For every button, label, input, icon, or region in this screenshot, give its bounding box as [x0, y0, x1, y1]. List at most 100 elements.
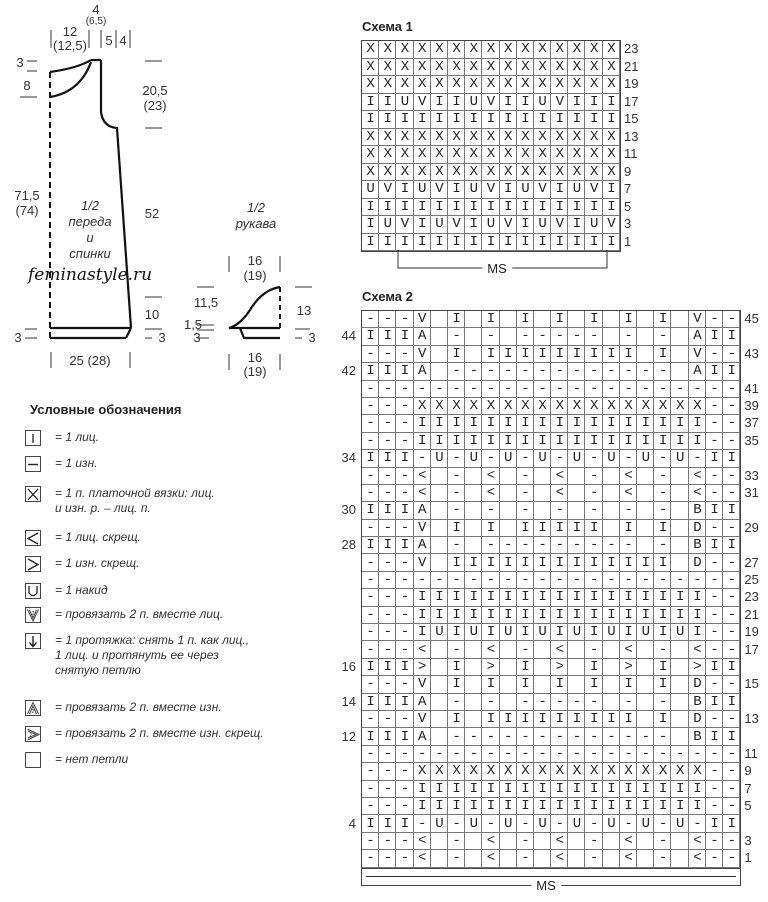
legend-symbol: [25, 556, 41, 572]
stitch-row: ---V I IIIIIIIII I D--: [366, 711, 745, 728]
stitch-cell: [688, 345, 706, 364]
stitch-cell: [551, 658, 569, 677]
stitch-cell: [602, 380, 620, 398]
stitch-cell: [362, 397, 380, 416]
stitch-cell: [722, 432, 741, 451]
stitch-row: ---< - < - < - < - <--: [366, 850, 745, 867]
stitch-cell: [516, 728, 534, 746]
stitch-cell: [568, 198, 586, 216]
stitch-cell: [705, 641, 723, 659]
stitch-cell: [533, 41, 552, 59]
stitch-cell: [430, 554, 448, 572]
stitch-cell: [602, 571, 620, 590]
stitch-cell: [516, 519, 534, 538]
stitch-cell: [533, 484, 552, 503]
stitch-cell: [533, 693, 552, 711]
stitch-cell: [482, 111, 500, 129]
stitch-cell: [671, 432, 689, 451]
stitch-cell: [688, 641, 706, 659]
stitch-cell: [688, 537, 706, 555]
stitch-cell: [637, 728, 655, 746]
stitch-cell: [516, 850, 534, 868]
stitch-cell: [705, 606, 723, 625]
stitch-cell: [551, 484, 569, 503]
stitch-cell: [705, 363, 723, 381]
stitch-cell: [688, 502, 706, 520]
legend-item: = 1 протяжка: снять 1 п. как лиц., 1 лиц…: [25, 633, 249, 678]
stitch-cell: [722, 363, 741, 381]
stitch-cell: [533, 163, 552, 181]
stitch-cell: [413, 41, 431, 59]
stitch-cell: [585, 537, 603, 555]
stitch-cell: [619, 328, 637, 346]
body-caption: 1/2: [80, 198, 100, 213]
stitch-cell: [722, 328, 741, 346]
stitch-cell: [516, 397, 534, 416]
stitch-cell: [516, 815, 534, 833]
stitch-cell: [688, 311, 706, 329]
sleeve-caption: рукава: [235, 216, 277, 231]
stitch-cell: [499, 710, 517, 729]
stitch-cell: [671, 589, 689, 607]
stitch-cell: [396, 815, 414, 833]
stitch-cell: [379, 181, 397, 199]
stitch-cell: [465, 484, 483, 503]
stitch-cell: [671, 815, 689, 833]
stitch-cell: [637, 745, 655, 764]
stitch-cell: [637, 763, 655, 781]
stitch-cell: [379, 624, 397, 642]
stitch-cell: [602, 58, 620, 76]
row-number-label: 45: [744, 311, 759, 326]
stitch-cell: [413, 484, 431, 503]
stitch-cell: [379, 606, 397, 625]
stitch-cell: [585, 450, 603, 468]
stitch-cell: [499, 571, 517, 590]
row-number-label: 44: [341, 328, 356, 344]
stitch-cell: [568, 606, 586, 625]
stitch-cell: [585, 745, 603, 764]
stitch-cell: [654, 693, 672, 711]
stitch-cell: [705, 815, 723, 833]
stitch-cell: [362, 589, 380, 607]
stitch-row: IIIA - - ----- - - AII: [366, 328, 745, 345]
stitch-cell: [585, 111, 603, 129]
stitch-cell: [499, 502, 517, 520]
stitch-cell: [499, 216, 517, 234]
stitch-cell: [551, 233, 569, 251]
stitch-cell: [516, 676, 534, 694]
stitch-cell: [499, 728, 517, 746]
stitch-cell: [430, 58, 448, 76]
stitch-cell: [585, 467, 603, 485]
stitch-cell: [430, 397, 448, 416]
stitch-cell: [602, 745, 620, 764]
stitch-cell: [465, 450, 483, 468]
stitch-row: III-U-U-U-U-U-U-U-U-II: [366, 450, 745, 467]
stitch-cell: [654, 780, 672, 798]
stitch-cell: [533, 519, 552, 538]
stitch-cell: [499, 58, 517, 76]
stitch-cell: [430, 181, 448, 199]
legend-title: Условные обозначения: [30, 402, 182, 417]
stitch-cell: [413, 850, 431, 868]
legend-text: = провязать 2 п. вместе изн. скрещ.: [55, 726, 264, 740]
row-number-label: 3: [624, 216, 632, 231]
stitch-cell: [602, 328, 620, 346]
stitch-cell: [551, 380, 569, 398]
stitch-cell: [671, 763, 689, 781]
stitch-cell: [499, 641, 517, 659]
stitch-cell: [551, 815, 569, 833]
stitch-cell: [396, 658, 414, 677]
stitch-cell: [516, 797, 534, 816]
stitch-cell: [379, 815, 397, 833]
stitch-cell: [465, 658, 483, 677]
stitch-cell: [533, 58, 552, 76]
stitch-cell: [533, 233, 552, 251]
stitch-cell: [619, 745, 637, 764]
stitch-cell: [654, 484, 672, 503]
stitch-cell: [482, 693, 500, 711]
stitch-cell: [568, 111, 586, 129]
stitch-cell: [516, 537, 534, 555]
stitch-cell: [533, 181, 552, 199]
stitch-cell: [568, 780, 586, 798]
stitch-cell: [585, 198, 603, 216]
